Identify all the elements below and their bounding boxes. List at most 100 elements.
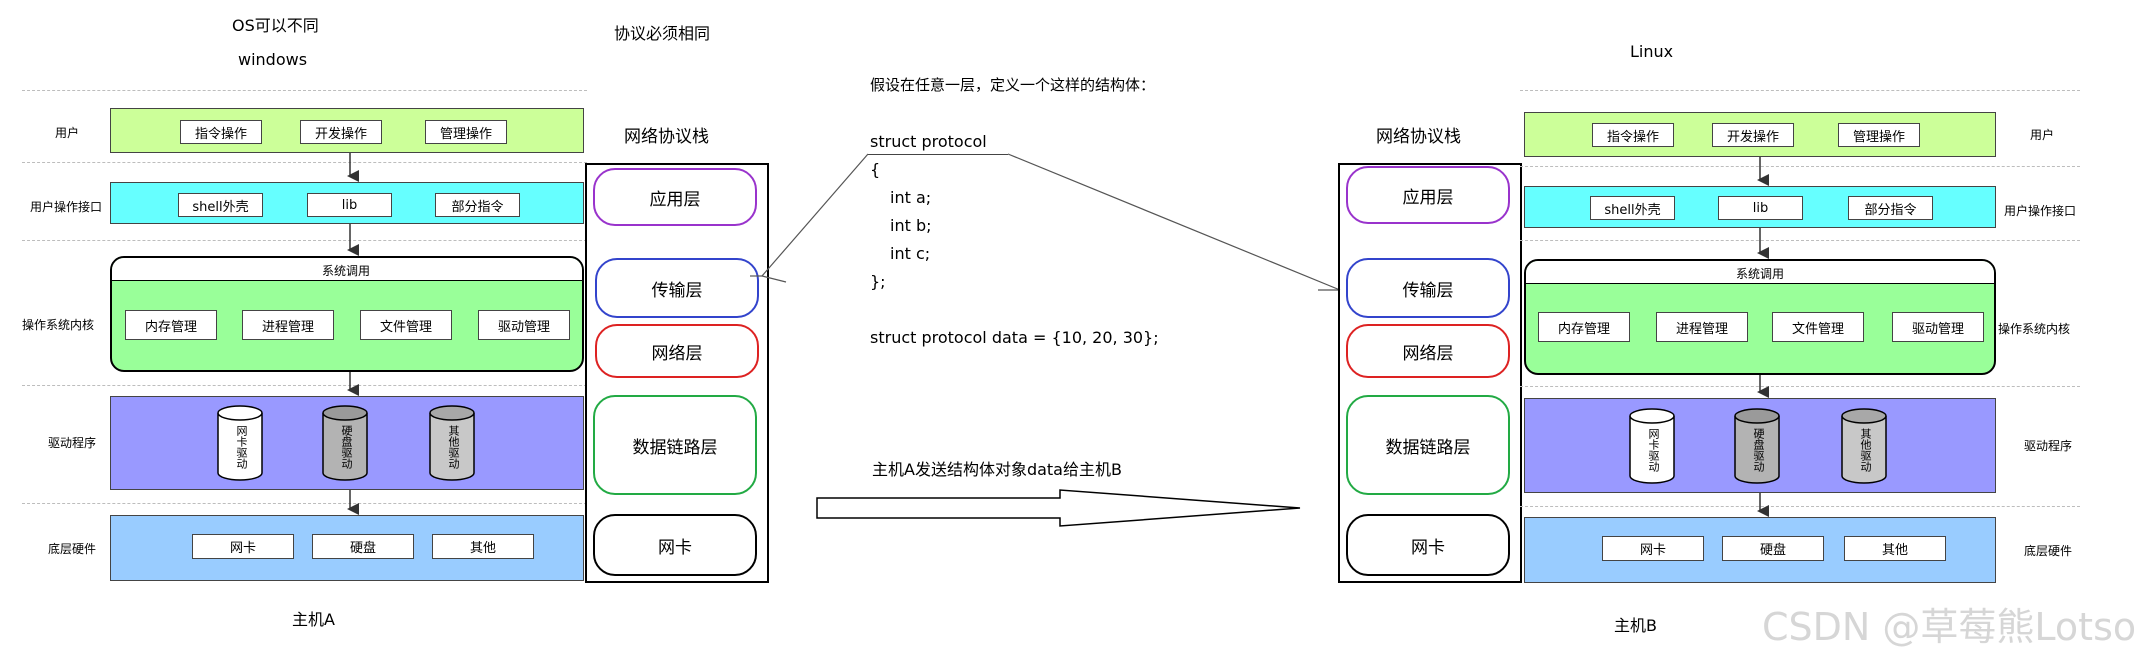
stack-b-frame bbox=[1338, 163, 1522, 583]
driver-item: 其他驱动 bbox=[1859, 428, 1872, 472]
kernel-item: 文件管理 bbox=[1772, 312, 1864, 342]
kernel-item: 文件管理 bbox=[360, 310, 452, 340]
code-line: { bbox=[870, 160, 881, 179]
kernel-item: 驱动管理 bbox=[478, 310, 570, 340]
code-data-line: struct protocol data = {10, 20, 30}; bbox=[870, 328, 1159, 347]
cylinder-icon bbox=[322, 405, 368, 481]
host-b-caption: 主机B bbox=[1614, 616, 1657, 635]
driver-item: 硬盘驱动 bbox=[1752, 428, 1765, 472]
hardware-item: 其他 bbox=[432, 534, 534, 559]
driver-item: 网卡驱动 bbox=[235, 425, 248, 469]
kernel-item: 进程管理 bbox=[242, 310, 334, 340]
protocol-note: 协议必须相同 bbox=[614, 24, 711, 43]
link-tick-a2 bbox=[761, 275, 787, 283]
separator bbox=[22, 162, 587, 163]
stack-b-title: 网络协议栈 bbox=[1376, 127, 1461, 147]
code-line: int b; bbox=[890, 216, 932, 235]
user-item: 指令操作 bbox=[180, 120, 262, 144]
layer-label-kernel: 操作系统内核 bbox=[1998, 322, 2071, 336]
user-item: 开发操作 bbox=[300, 120, 382, 144]
interface-item: lib bbox=[307, 193, 392, 217]
layer-label-user-interface: 用户操作接口 bbox=[2004, 204, 2077, 218]
host-a-os-name: windows bbox=[238, 50, 308, 69]
driver-cylinders bbox=[217, 405, 475, 481]
separator bbox=[1520, 90, 2080, 91]
code-line: struct protocol bbox=[870, 132, 987, 151]
hardware-item: 其他 bbox=[1844, 536, 1946, 561]
hardware-item: 网卡 bbox=[192, 534, 294, 559]
interface-item: shell外壳 bbox=[178, 193, 263, 217]
stack-b-network-layer: 网络层 bbox=[1346, 324, 1510, 378]
watermark: CSDN @草莓熊Lotso bbox=[1762, 605, 2137, 649]
code-line: int c; bbox=[890, 244, 931, 263]
kernel-item: 内存管理 bbox=[125, 310, 217, 340]
separator bbox=[22, 503, 587, 504]
user-item: 开发操作 bbox=[1712, 123, 1794, 147]
interface-item: shell外壳 bbox=[1590, 196, 1675, 220]
stack-a-nic-layer: 网卡 bbox=[593, 514, 757, 576]
stack-a-transport-layer: 传输层 bbox=[595, 258, 759, 318]
send-label: 主机A发送结构体对象data给主机B bbox=[872, 460, 1122, 479]
user-item: 管理操作 bbox=[425, 120, 507, 144]
layer-label-driver: 驱动程序 bbox=[48, 436, 97, 450]
separator bbox=[1520, 166, 2080, 167]
stack-b-nic-layer: 网卡 bbox=[1346, 514, 1510, 576]
separator bbox=[1520, 506, 2080, 507]
interface-item: lib bbox=[1718, 196, 1803, 220]
kernel-item: 内存管理 bbox=[1538, 312, 1630, 342]
kernel-item: 进程管理 bbox=[1656, 312, 1748, 342]
kernel-item: 驱动管理 bbox=[1892, 312, 1984, 342]
stack-a-application-layer: 应用层 bbox=[593, 168, 757, 226]
stack-b-application-layer: 应用层 bbox=[1346, 166, 1510, 224]
layer-label-user-interface: 用户操作接口 bbox=[30, 200, 103, 214]
cylinder-icon bbox=[1841, 408, 1887, 484]
stack-b-datalink-layer: 数据链路层 bbox=[1346, 395, 1510, 495]
driver-item: 硬盘驱动 bbox=[340, 425, 353, 469]
send-arrow-icon bbox=[816, 489, 1301, 527]
syscall-bar bbox=[1526, 261, 1994, 284]
cylinder-icon bbox=[429, 405, 475, 481]
hardware-item: 硬盘 bbox=[1722, 536, 1824, 561]
stack-a-datalink-layer: 数据链路层 bbox=[593, 395, 757, 495]
cylinder-icon bbox=[1734, 408, 1780, 484]
user-item: 管理操作 bbox=[1838, 123, 1920, 147]
stack-a-title: 网络协议栈 bbox=[624, 127, 709, 147]
layer-label-user: 用户 bbox=[55, 126, 80, 140]
stack-b-transport-layer: 传输层 bbox=[1346, 258, 1510, 318]
cylinder-icon bbox=[217, 405, 263, 481]
layer-label-hardware: 底层硬件 bbox=[48, 542, 97, 556]
stack-a-frame bbox=[585, 163, 769, 583]
hardware-item: 硬盘 bbox=[312, 534, 414, 559]
layer-label-kernel: 操作系统内核 bbox=[22, 318, 95, 332]
separator bbox=[22, 240, 587, 241]
driver-cylinders bbox=[1629, 408, 1887, 484]
host-a-top-title: OS可以不同 bbox=[232, 16, 319, 35]
syscall-label: 系统调用 bbox=[1736, 267, 1785, 281]
link-line-b bbox=[1007, 153, 1341, 291]
driver-item: 网卡驱动 bbox=[1647, 428, 1660, 472]
underline bbox=[868, 154, 1008, 155]
layer-label-hardware: 底层硬件 bbox=[2024, 544, 2073, 558]
hardware-item: 网卡 bbox=[1602, 536, 1704, 561]
code-intro: 假设在任意一层，定义一个这样的结构体： bbox=[870, 76, 1156, 94]
user-item: 指令操作 bbox=[1592, 123, 1674, 147]
layer-label-driver: 驱动程序 bbox=[2024, 439, 2073, 453]
syscall-label: 系统调用 bbox=[322, 264, 371, 278]
separator bbox=[22, 385, 587, 386]
host-b-os-name: Linux bbox=[1630, 42, 1674, 61]
code-line: }; bbox=[870, 272, 886, 291]
cylinder-icon bbox=[1629, 408, 1675, 484]
interface-item: 部分指令 bbox=[435, 193, 520, 217]
host-a-caption: 主机A bbox=[292, 610, 335, 629]
separator bbox=[1520, 240, 2080, 241]
separator bbox=[1520, 386, 2080, 387]
interface-item: 部分指令 bbox=[1848, 196, 1933, 220]
code-line: int a; bbox=[890, 188, 932, 207]
link-line-a bbox=[761, 153, 869, 277]
separator bbox=[22, 90, 587, 91]
layer-label-user: 用户 bbox=[2030, 128, 2055, 142]
syscall-bar bbox=[112, 258, 582, 281]
driver-item: 其他驱动 bbox=[447, 425, 460, 469]
